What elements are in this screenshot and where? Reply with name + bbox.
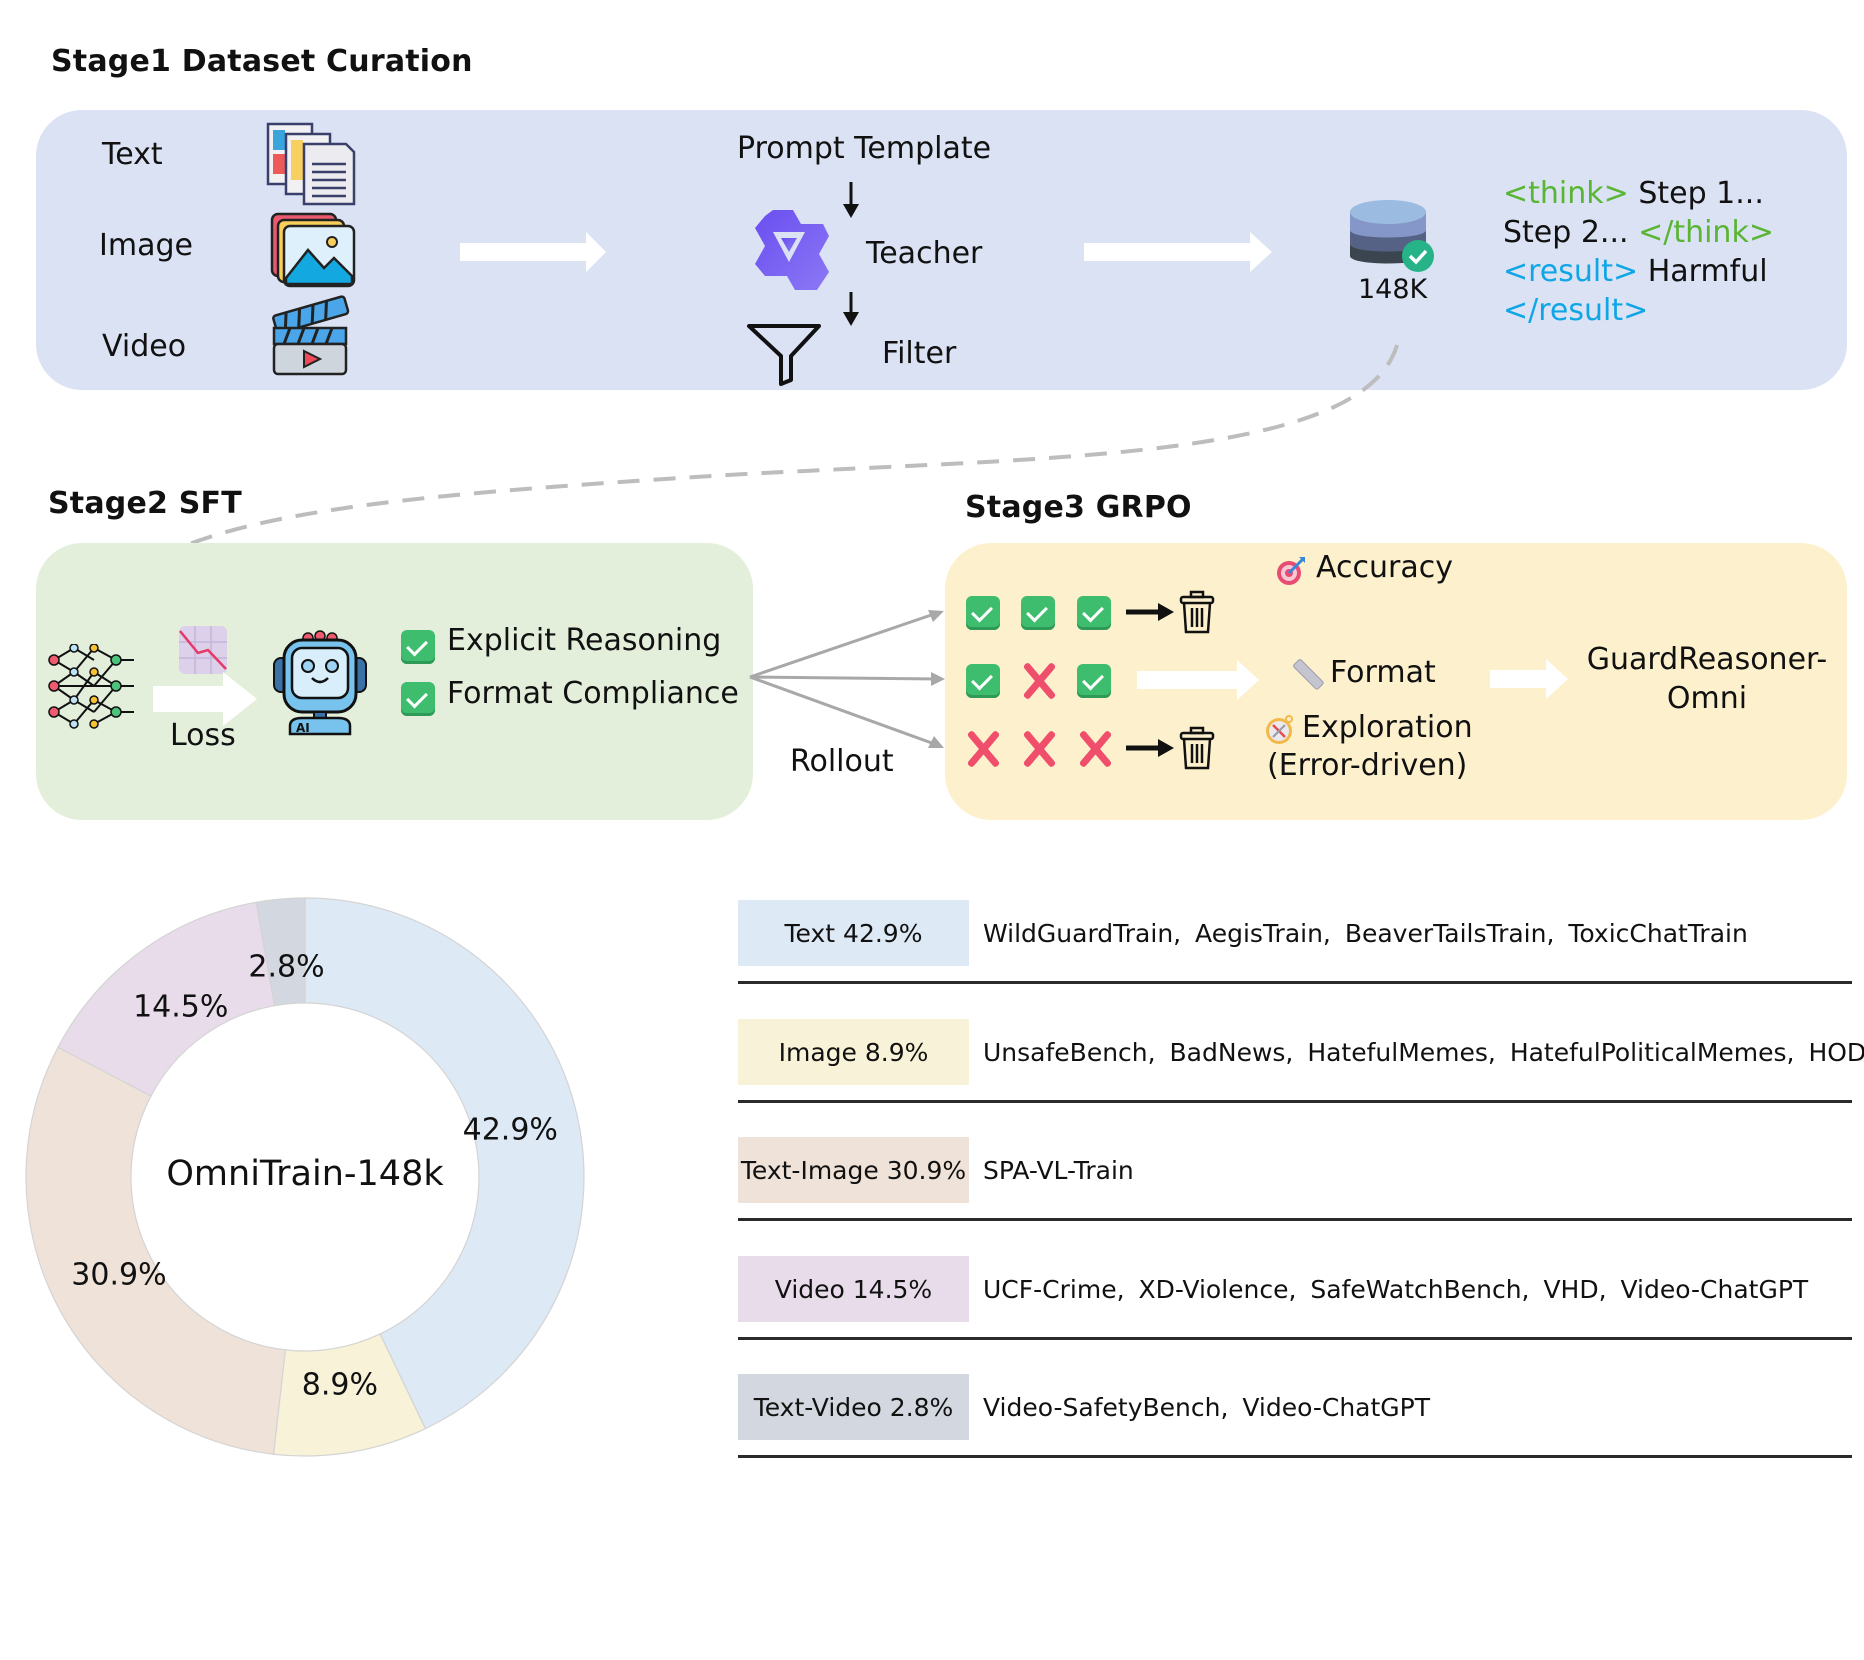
modality-text-label: Text — [102, 137, 163, 172]
discard-arrow-icon — [1126, 603, 1174, 621]
donut-slice-text-video — [255, 897, 306, 1007]
target-icon — [1277, 557, 1305, 585]
rollout-1-correct-3 — [1077, 596, 1111, 630]
table-row: Text-Image 30.9% SPA-VL-Train — [738, 1137, 1852, 1257]
rollout-2-correct-1 — [966, 664, 1000, 698]
donut-center-title: OmniTrain-148k — [166, 1154, 444, 1194]
stage1-title: Stage1 Dataset Curation — [51, 44, 473, 79]
reward-format: Format — [1330, 655, 1436, 690]
modality-video-label: Video — [102, 329, 187, 364]
think-open-tag: <think> — [1503, 176, 1629, 211]
stage2-panel — [36, 543, 753, 820]
row-category-label: Text-Video 2.8% — [738, 1374, 969, 1440]
row-divider — [738, 1218, 1852, 1221]
teacher-label: Teacher — [866, 236, 983, 271]
loss-chart-icon — [179, 626, 227, 674]
discard-arrow-icon — [1126, 739, 1174, 757]
row-category-label: Video 14.5% — [738, 1256, 969, 1322]
svg-text:AI: AI — [296, 721, 310, 735]
step1-text: Step 1... — [1628, 176, 1764, 211]
output-model-name-line2: Omni — [1666, 681, 1748, 716]
neural-network-icon — [48, 644, 134, 729]
reward-flow-arrow — [1137, 660, 1259, 700]
rollout-2-correct-3 — [1077, 664, 1111, 698]
reward-accuracy: Accuracy — [1316, 550, 1453, 585]
row-category-label: Image 8.9% — [738, 1019, 969, 1085]
output-flow-arrow — [1490, 659, 1568, 699]
modality-image-label: Image — [99, 228, 193, 263]
table-row: Image 8.9% UnsafeBench, BadNews, HatefulM… — [738, 1019, 1864, 1139]
ai-robot-icon: AI — [273, 630, 367, 736]
donut-label-text: 42.9% — [462, 1112, 558, 1148]
row-divider — [738, 1455, 1852, 1458]
rollout-3-wrong-1 — [963, 729, 1003, 769]
teacher-model-logo-icon — [755, 210, 829, 290]
row-divider — [738, 1337, 1852, 1340]
rollout-3-wrong-2 — [1019, 729, 1059, 769]
row-source-datasets: UCF-Crime, XD-Violence, SafeWatchBench, … — [983, 1274, 1809, 1304]
rollout-2-wrong-2 — [1019, 661, 1059, 701]
filter-funnel-icon — [747, 324, 821, 386]
check-explicit-reasoning: Explicit Reasoning — [447, 623, 722, 658]
donut-slice-text-image — [25, 1046, 287, 1455]
donut-label-image: 8.9% — [301, 1367, 378, 1403]
reward-exploration: Exploration — [1302, 710, 1473, 745]
reward-exploration-note: (Error-driven) — [1267, 748, 1468, 783]
result-value: Harmful — [1638, 254, 1768, 289]
donut-label-text-video: 2.8% — [248, 949, 325, 985]
step2-text: Step 2... — [1503, 215, 1639, 250]
output-model-name: GuardReasoner- Omni — [1584, 640, 1830, 718]
rollout-label: Rollout — [790, 744, 894, 779]
table-row: Text-Video 2.8% Video-SafetyBench, Video-… — [738, 1374, 1852, 1494]
stage2-title: Stage2 SFT — [48, 486, 242, 521]
check-icon — [401, 630, 435, 664]
down-arrow-icon — [843, 292, 859, 326]
table-row: Text 42.9% WildGuardTrain, AegisTrain, Be… — [738, 900, 1852, 1020]
flow-arrow-1 — [460, 232, 606, 272]
check-format-compliance: Format Compliance — [447, 676, 739, 711]
row-divider — [738, 1100, 1852, 1103]
row-source-datasets: UnsafeBench, BadNews, HatefulMemes, Hate… — [983, 1037, 1864, 1067]
row-source-datasets: Video-SafetyBench, Video-ChatGPT — [983, 1392, 1431, 1422]
rollout-1-correct-1 — [966, 596, 1000, 630]
table-row: Video 14.5% UCF-Crime, XD-Violence, SafeW… — [738, 1256, 1852, 1376]
flow-arrow-2 — [1084, 232, 1272, 272]
donut-label-video: 14.5% — [133, 989, 229, 1025]
prompt-template-label: Prompt Template — [737, 131, 992, 166]
rollout-1-correct-2 — [1021, 596, 1055, 630]
clapperboard-icon — [272, 295, 350, 376]
row-category-label: Text 42.9% — [738, 900, 969, 966]
trash-icon — [1179, 590, 1215, 634]
think-close-tag: </think> — [1638, 215, 1774, 250]
result-close-tag: </result> — [1503, 293, 1649, 328]
row-divider — [738, 981, 1852, 984]
image-stack-icon — [270, 212, 356, 288]
output-model-name-line1: GuardReasoner- — [1586, 642, 1828, 677]
ruler-icon — [1293, 659, 1324, 690]
loss-label: Loss — [170, 718, 236, 753]
dataset-composition-donut — [25, 897, 585, 1457]
database-icon — [1350, 200, 1434, 272]
filter-label: Filter — [882, 336, 957, 371]
rollout-3-wrong-3 — [1075, 729, 1115, 769]
trash-icon — [1179, 726, 1215, 770]
down-arrow-icon — [843, 182, 859, 218]
rollout-arrows — [749, 610, 945, 748]
documents-icon — [266, 122, 356, 206]
donut-label-text-image: 30.9% — [71, 1257, 167, 1293]
donut-slice-text — [304, 897, 585, 1430]
check-icon — [401, 682, 435, 716]
row-category-label: Text-Image 30.9% — [738, 1137, 969, 1203]
stage3-title: Stage3 GRPO — [965, 490, 1192, 525]
dataset-size-label: 148K — [1358, 274, 1428, 305]
row-source-datasets: WildGuardTrain, AegisTrain, BeaverTailsT… — [983, 918, 1748, 948]
sft-flow-arrow — [153, 672, 257, 726]
compass-icon — [1266, 715, 1293, 744]
row-source-datasets: SPA-VL-Train — [983, 1155, 1134, 1185]
result-open-tag: <result> — [1503, 254, 1639, 289]
output-format-example: <think> Step 1... Step 2... </think> <re… — [1503, 174, 1774, 330]
